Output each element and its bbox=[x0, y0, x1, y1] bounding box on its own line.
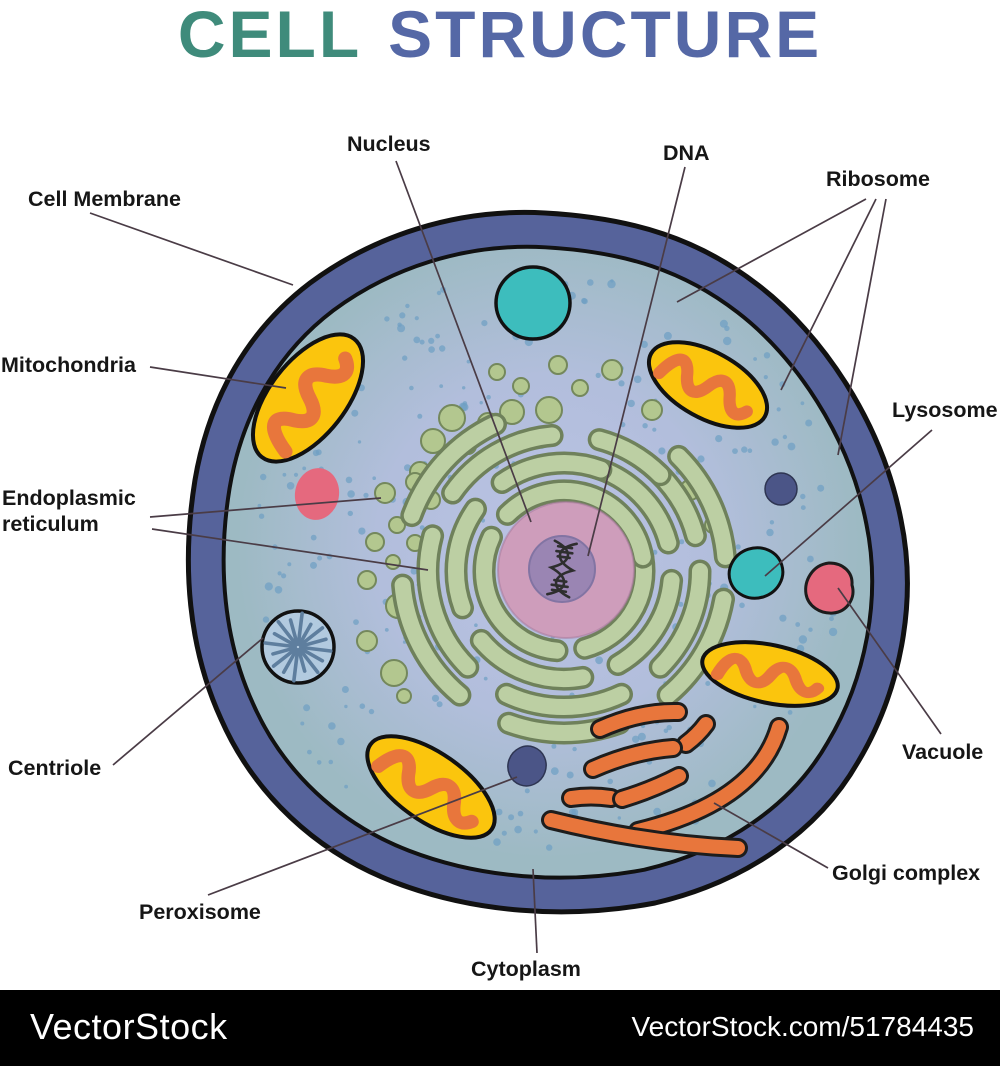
vesicle-teal bbox=[494, 265, 572, 341]
label-nucleus: Nucleus bbox=[347, 132, 431, 156]
watermark-bar: VectorStock VectorStock.com/51784435 bbox=[0, 990, 1000, 1066]
label-dna: DNA bbox=[663, 141, 710, 165]
dna-helix bbox=[546, 539, 578, 599]
label-ribosome: Ribosome bbox=[826, 167, 930, 191]
mitochondria-shape bbox=[646, 340, 770, 430]
mitochondria-shape bbox=[250, 332, 366, 464]
title-word-cell: CELL bbox=[177, 0, 363, 71]
label-golgi-complex: Golgi complex bbox=[832, 861, 981, 885]
title-word-structure: STRUCTURE bbox=[388, 0, 823, 71]
golgi-complex-shape bbox=[541, 701, 789, 858]
label-mitochondria: Mitochondria bbox=[1, 353, 136, 377]
small-pink-vesicle bbox=[294, 468, 340, 520]
watermark-logo: VectorStock bbox=[30, 1006, 228, 1047]
vacuole-shape bbox=[804, 561, 855, 615]
mitochondria-shape bbox=[700, 640, 840, 708]
page-title: CELL STRUCTURE bbox=[0, 0, 1000, 72]
label-centriole: Centriole bbox=[8, 756, 102, 780]
endoplasmic-reticulum-shape bbox=[391, 412, 737, 745]
watermark-credit: VectorStock.com/51784435 bbox=[631, 1011, 974, 1042]
navy-vesicle bbox=[764, 472, 798, 506]
label-peroxisome: Peroxisome bbox=[139, 900, 261, 924]
leader-lines bbox=[89, 160, 942, 954]
centriole-shape bbox=[260, 609, 336, 685]
label-lysosome: Lysosome bbox=[892, 398, 998, 422]
label-cytoplasm: Cytoplasm bbox=[471, 957, 581, 981]
mitochondria-shapes bbox=[250, 332, 840, 840]
lysosome-shape bbox=[727, 546, 785, 600]
label-cell-membrane: Cell Membrane bbox=[28, 187, 181, 211]
label-vacuole: Vacuole bbox=[902, 740, 984, 764]
small-organelles bbox=[294, 265, 855, 787]
peroxisome-shape bbox=[507, 745, 547, 787]
nucleus-shape bbox=[497, 501, 635, 639]
label-endoplasmic-reticulum: Endoplasmic reticulum bbox=[2, 486, 136, 536]
mitochondria-shape bbox=[365, 734, 497, 840]
